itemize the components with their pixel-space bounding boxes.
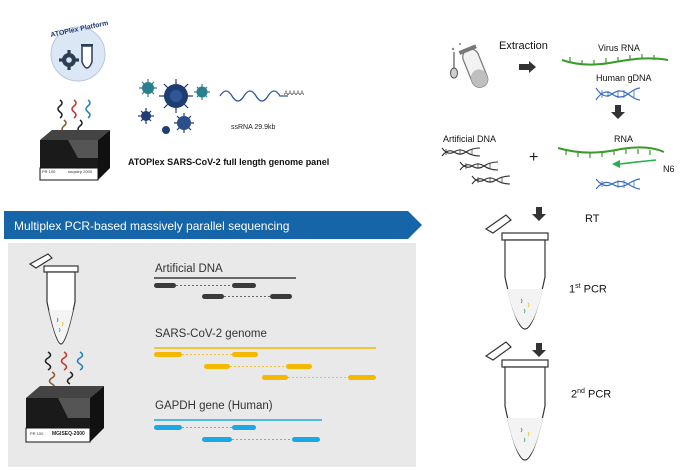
sequencer-model-label: MGISEQ-2000 xyxy=(52,431,85,437)
pcr2-text: PCR xyxy=(584,388,612,401)
plus-sign: + xyxy=(529,149,539,166)
target-label-sars-cov-2: SARS-CoV-2 genome xyxy=(155,328,267,340)
virus-icon xyxy=(138,79,288,134)
sequencer-small-label-2: PR 100 xyxy=(30,431,44,436)
n6-label: N6 xyxy=(663,164,675,174)
target-label-gapdh: GAPDH gene (Human) xyxy=(155,400,273,412)
artificial-dna-label: Artificial DNA xyxy=(443,134,497,144)
sequencer-model-small: seqstep 2000 xyxy=(68,169,93,174)
poly-a-label: AAAAA xyxy=(284,91,305,97)
virus-rna-strand xyxy=(561,54,669,66)
pcr-tube-icon-1 xyxy=(484,214,549,330)
sequencer-small-label: PR 100 xyxy=(42,169,56,174)
artificial-dna-track xyxy=(154,277,296,299)
rna-label: RNA xyxy=(614,134,634,144)
pcr2-superscript: nd xyxy=(577,388,585,395)
platform-badge-icon xyxy=(50,26,106,82)
gapdh-track xyxy=(154,419,322,442)
genome-size-label: ssRNA 29.9kb xyxy=(231,124,276,131)
panel-title: ATOPlex SARS-CoV-2 full length genome pa… xyxy=(128,157,330,167)
rna-primer-strand xyxy=(557,146,665,168)
pcr1-superscript: st xyxy=(575,283,581,290)
human-gdna-label: Human gDNA xyxy=(596,73,652,83)
arrow-icon-down-1 xyxy=(611,105,625,119)
pcr-tube-icon-2 xyxy=(484,341,549,461)
arrow-icon-down-3 xyxy=(532,343,546,357)
extraction-label: Extraction xyxy=(499,40,548,52)
pcr-tube-icon xyxy=(28,253,79,345)
arrow-icon-down-2 xyxy=(532,207,546,221)
virus-rna-label: Virus RNA xyxy=(598,43,640,53)
test-tube-icon xyxy=(450,43,489,88)
target-label-artificial-dna: Artificial DNA xyxy=(155,263,223,275)
dna-helix-icon-artificial xyxy=(441,147,511,185)
amplicon-tracks xyxy=(154,277,376,442)
arrow-icon-extraction xyxy=(519,61,536,73)
rt-label: RT xyxy=(585,213,600,225)
sequencer-icon xyxy=(39,130,110,181)
sars-cov-2-track xyxy=(154,347,376,380)
pcr2-number: 2 xyxy=(571,388,578,401)
dna-helix-icon-gdna xyxy=(595,87,641,101)
pcr1-text: PCR xyxy=(580,283,607,296)
pcr1-label: 1st PCR xyxy=(569,283,607,296)
sequencer-icon-2 xyxy=(25,386,104,443)
pcr2-label: 2nd PCR xyxy=(571,388,611,401)
section-banner xyxy=(4,211,422,239)
dna-helix-icon-small xyxy=(595,178,641,190)
banner-title: Multiplex PCR-based massively parallel s… xyxy=(14,219,290,233)
pcr1-number: 1 xyxy=(569,283,576,296)
